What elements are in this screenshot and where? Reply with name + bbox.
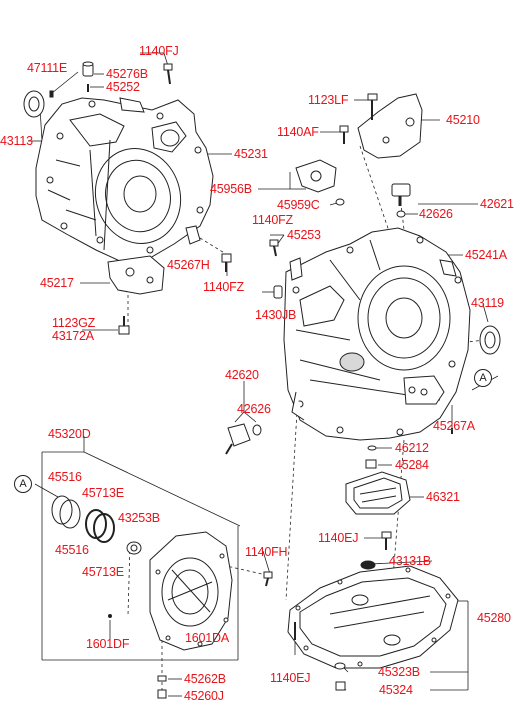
- part-label-1601DF: 1601DF: [86, 637, 130, 651]
- oring-45959C: [335, 198, 345, 206]
- part-label-46212: 46212: [395, 441, 429, 455]
- part-label-45956B: 45956B: [210, 182, 252, 196]
- part-label-43113: 43113: [0, 134, 33, 148]
- pin-1430JB: [273, 285, 283, 299]
- bushing-43253B: [126, 541, 142, 555]
- pin-1601DF: [108, 614, 112, 618]
- part-label-42626-lower: 42626: [237, 402, 271, 416]
- bracket-45253: [289, 257, 303, 281]
- part-label-1123GZ: 1123GZ: [52, 316, 96, 330]
- part-label-45516-lower: 45516: [55, 543, 89, 557]
- sensor-42621: [391, 183, 411, 206]
- bolt-1123GZ: [118, 316, 130, 335]
- part-label-45252: 45252: [106, 80, 140, 94]
- part-label-45323B: 45323B: [378, 665, 420, 679]
- part-label-1140FJ: 1140FJ: [139, 44, 179, 58]
- part-label-1140FH: 1140FH: [245, 545, 288, 559]
- part-label-45210: 45210: [446, 113, 480, 127]
- bracket-45217: [107, 255, 165, 295]
- plug-45324: [335, 681, 346, 691]
- oring-42626-upper: [396, 210, 406, 218]
- part-label-43119: 43119: [471, 296, 504, 310]
- part-label-45324: 45324: [379, 683, 413, 697]
- bolt-1140FZ-left: [221, 253, 232, 272]
- part-label-42621: 42621: [480, 197, 514, 211]
- callout-A-right: A: [474, 369, 492, 387]
- part-label-43131B: 43131B: [389, 554, 431, 568]
- part-label-46321: 46321: [426, 490, 460, 504]
- bolt-1140AF: [339, 125, 349, 144]
- part-label-45280: 45280: [477, 611, 511, 625]
- part-label-45267H: 45267H: [167, 258, 210, 272]
- part-label-1140EJ-lower: 1140EJ: [270, 671, 311, 685]
- seal-43113: [23, 90, 45, 118]
- part-label-1430JB: 1430JB: [255, 308, 297, 322]
- sensor-45956B: [295, 159, 337, 193]
- seal-43119: [479, 325, 501, 355]
- callout-A-left: A: [14, 475, 32, 493]
- part-label-1140FZ-middle: 1140FZ: [252, 213, 293, 227]
- part-label-1601DA: 1601DA: [185, 631, 229, 645]
- seal-ring-45516-b: [59, 499, 81, 529]
- part-label-45320D: 45320D: [48, 427, 91, 441]
- bolt-45284: [365, 459, 377, 469]
- transaxle-case-45241A: [283, 227, 471, 441]
- bracket-45267H: [185, 225, 201, 245]
- plug-45260J: [157, 689, 167, 699]
- part-label-1123LF: 1123LF: [308, 93, 349, 107]
- seal-ring-45516-a: [51, 495, 73, 525]
- oil-pan-45280: [287, 565, 459, 669]
- filter-46321: [345, 471, 411, 515]
- transmission-housing-45231: [35, 97, 214, 263]
- part-label-42620: 42620: [225, 368, 259, 382]
- washer-45323B: [334, 662, 346, 670]
- part-label-47111E: 47111E: [27, 61, 68, 75]
- part-label-45217: 45217: [40, 276, 74, 290]
- part-label-45241A: 45241A: [465, 248, 507, 262]
- part-label-45713E-lower: 45713E: [82, 565, 124, 579]
- part-label-45260J: 45260J: [184, 689, 224, 703]
- cap-45276B: [82, 61, 94, 77]
- part-label-1140FZ-left: 1140FZ: [203, 280, 244, 294]
- part-label-45284: 45284: [395, 458, 429, 472]
- bolt-1140EJ-upper: [381, 531, 392, 550]
- magnet-43131B: [360, 560, 376, 570]
- part-label-45231: 45231: [234, 147, 268, 161]
- part-label-45276B: 45276B: [106, 67, 148, 81]
- cover-45320D: [149, 531, 233, 651]
- part-label-45253: 45253: [287, 228, 321, 242]
- seal-ring-45713E-b: [93, 513, 115, 543]
- pin-47111E: [49, 90, 54, 98]
- part-label-43253B: 43253B: [118, 511, 160, 525]
- bolt-1140FH: [263, 571, 273, 587]
- part-label-42626-upper: 42626: [419, 207, 453, 221]
- ring-46212: [367, 445, 377, 451]
- plug-45262B: [157, 675, 167, 682]
- part-label-45713E-upper: 45713E: [82, 486, 124, 500]
- part-label-43172A: 43172A: [52, 329, 94, 343]
- part-label-45262B: 45262B: [184, 672, 226, 686]
- part-label-45959C: 45959C: [277, 198, 320, 212]
- bracket-45210: [357, 93, 423, 159]
- bolt-1140FZ-middle: [269, 239, 279, 257]
- oring-42626-lower: [252, 424, 262, 436]
- sensor-42620: [225, 423, 251, 455]
- part-label-1140AF: 1140AF: [277, 125, 319, 139]
- bolt-1123LF: [367, 93, 378, 120]
- part-label-45516-upper: 45516: [48, 470, 82, 484]
- part-label-45267A: 45267A: [433, 419, 475, 433]
- bolt-1140FJ: [163, 63, 173, 85]
- part-label-1140EJ-upper: 1140EJ: [318, 531, 359, 545]
